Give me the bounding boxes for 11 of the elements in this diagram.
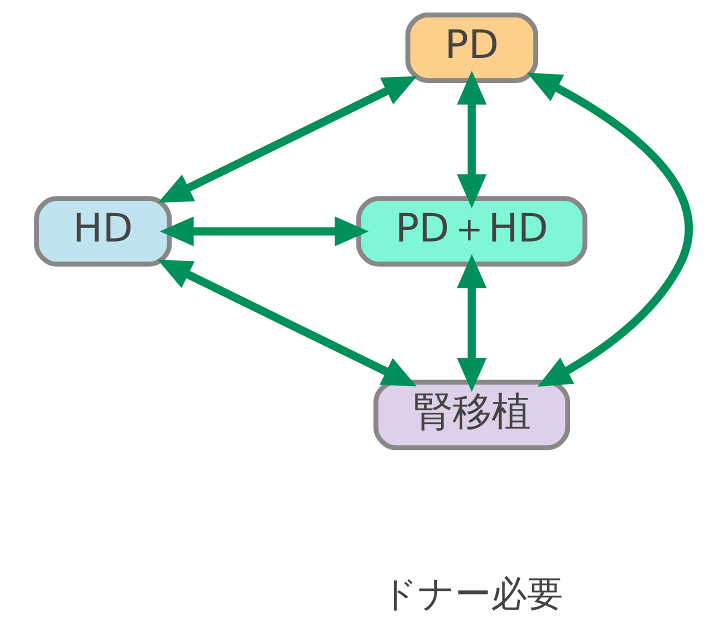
arrow <box>158 76 417 203</box>
arrow <box>526 72 692 387</box>
node-box: 腎移植 <box>372 380 570 450</box>
arrow <box>157 260 416 386</box>
node-box: PD＋HD <box>356 196 587 267</box>
node-box: PD <box>404 12 538 83</box>
arrow <box>456 254 486 392</box>
node-box: HD <box>34 196 172 267</box>
arrow <box>456 70 486 208</box>
node-label: ドナー必要 <box>380 573 562 616</box>
arrow <box>159 216 368 246</box>
